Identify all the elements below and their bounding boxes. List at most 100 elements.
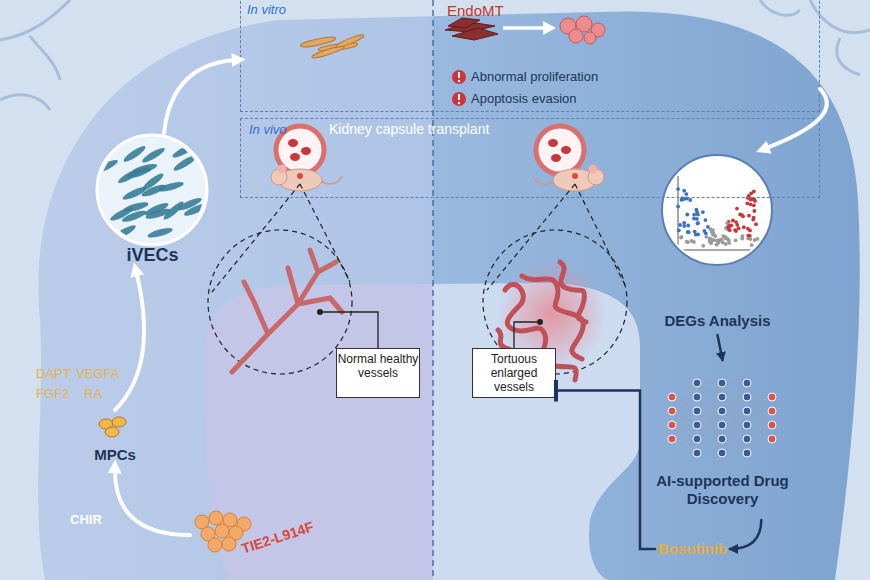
data-point xyxy=(696,233,700,237)
data-point xyxy=(696,213,700,217)
annotation-label: FGF2 xyxy=(36,386,69,401)
leader-lines xyxy=(320,312,540,348)
data-point xyxy=(696,222,700,226)
endothelial-cell xyxy=(93,158,119,176)
network-node xyxy=(718,435,726,443)
ivec-circle xyxy=(97,135,207,245)
decor-circle xyxy=(569,29,583,43)
data-point xyxy=(682,224,686,228)
mouse-right xyxy=(533,165,604,192)
data-point xyxy=(749,237,753,241)
warning-icons xyxy=(452,70,466,106)
data-point xyxy=(715,243,719,247)
data-point xyxy=(676,205,680,209)
leader-dot xyxy=(537,319,543,325)
decor-circle xyxy=(572,173,578,179)
network-node xyxy=(668,435,676,443)
network-node xyxy=(768,407,776,415)
data-point xyxy=(680,198,684,202)
node-text: In vitro xyxy=(247,2,286,17)
network-node xyxy=(743,449,751,457)
node-text: DEGs Analysis xyxy=(655,312,780,329)
node-text: Normal healthy vessels xyxy=(337,352,419,380)
endothelial-cell xyxy=(147,226,174,240)
neural-network xyxy=(668,379,776,457)
decor-circle xyxy=(458,80,460,82)
data-point xyxy=(740,237,744,241)
network-link xyxy=(672,411,697,453)
data-point xyxy=(750,243,754,247)
decor-path xyxy=(533,176,553,184)
annotation-label: Abnormal proliferation xyxy=(471,69,598,84)
data-point xyxy=(684,192,688,196)
network-node xyxy=(668,407,676,415)
node-text: Bosutinib xyxy=(655,540,730,557)
endothelial-cell xyxy=(122,200,149,213)
data-point xyxy=(745,202,749,206)
decor-path xyxy=(452,28,498,40)
data-point xyxy=(753,199,757,203)
node-text: iVECs xyxy=(95,245,210,266)
decor-ellipse xyxy=(548,139,558,147)
data-point xyxy=(677,229,681,233)
process-box: Normal healthy vessels xyxy=(336,348,420,398)
decor-circle xyxy=(458,102,460,104)
network-node xyxy=(768,393,776,401)
connector-arrow xyxy=(115,268,144,410)
decor-circle xyxy=(208,230,352,374)
data-point xyxy=(685,213,689,217)
network-link xyxy=(672,397,697,439)
decor-path xyxy=(212,184,350,292)
network-link xyxy=(672,383,697,425)
annotation-label: EndoMT xyxy=(447,2,504,19)
node-text: Kidney capsule transplant xyxy=(329,121,489,137)
divider-line xyxy=(432,0,434,580)
network-link xyxy=(697,383,722,453)
volcano-plot xyxy=(676,176,759,250)
decor-circle xyxy=(452,92,466,106)
endothelial-cell xyxy=(141,146,167,165)
network-link xyxy=(722,411,747,453)
mouse-left xyxy=(271,165,342,192)
cell-body xyxy=(38,11,860,580)
connector-arrow xyxy=(556,391,655,550)
data-point xyxy=(704,235,708,239)
network-node xyxy=(718,379,726,387)
data-point xyxy=(737,226,741,230)
data-point xyxy=(752,216,756,220)
node-text: MPCs xyxy=(80,446,150,463)
data-point xyxy=(692,240,696,244)
network-link xyxy=(722,383,747,453)
data-point xyxy=(695,208,699,212)
data-point xyxy=(701,210,705,214)
mpc-node: MPCs xyxy=(80,410,150,465)
network-node xyxy=(718,407,726,415)
node-text: In vivo xyxy=(249,122,287,137)
data-point xyxy=(687,230,691,234)
data-point xyxy=(709,227,713,231)
network-node xyxy=(768,421,776,429)
deg-node: DEGs Analysis xyxy=(655,150,780,335)
network-link xyxy=(747,411,772,453)
data-point xyxy=(708,240,712,244)
network-link xyxy=(672,397,697,439)
data-point xyxy=(701,244,705,248)
endothelial-cell xyxy=(117,166,143,185)
connector-arrow xyxy=(718,335,723,360)
decor-circle xyxy=(584,32,596,44)
connector-arrow xyxy=(115,465,190,535)
data-point xyxy=(727,241,731,245)
network-node xyxy=(743,379,751,387)
mesenchymal-cells xyxy=(445,18,498,40)
data-point xyxy=(748,234,752,238)
data-point xyxy=(695,217,699,221)
network-node xyxy=(743,393,751,401)
network-link xyxy=(747,383,772,425)
annotation-label: RA xyxy=(84,386,102,401)
annotation-label: DAPT xyxy=(36,366,71,381)
decor-ellipse xyxy=(290,153,300,161)
decor-circle xyxy=(589,165,598,174)
data-point xyxy=(682,189,686,193)
data-point xyxy=(686,230,690,234)
network-link xyxy=(722,383,747,453)
